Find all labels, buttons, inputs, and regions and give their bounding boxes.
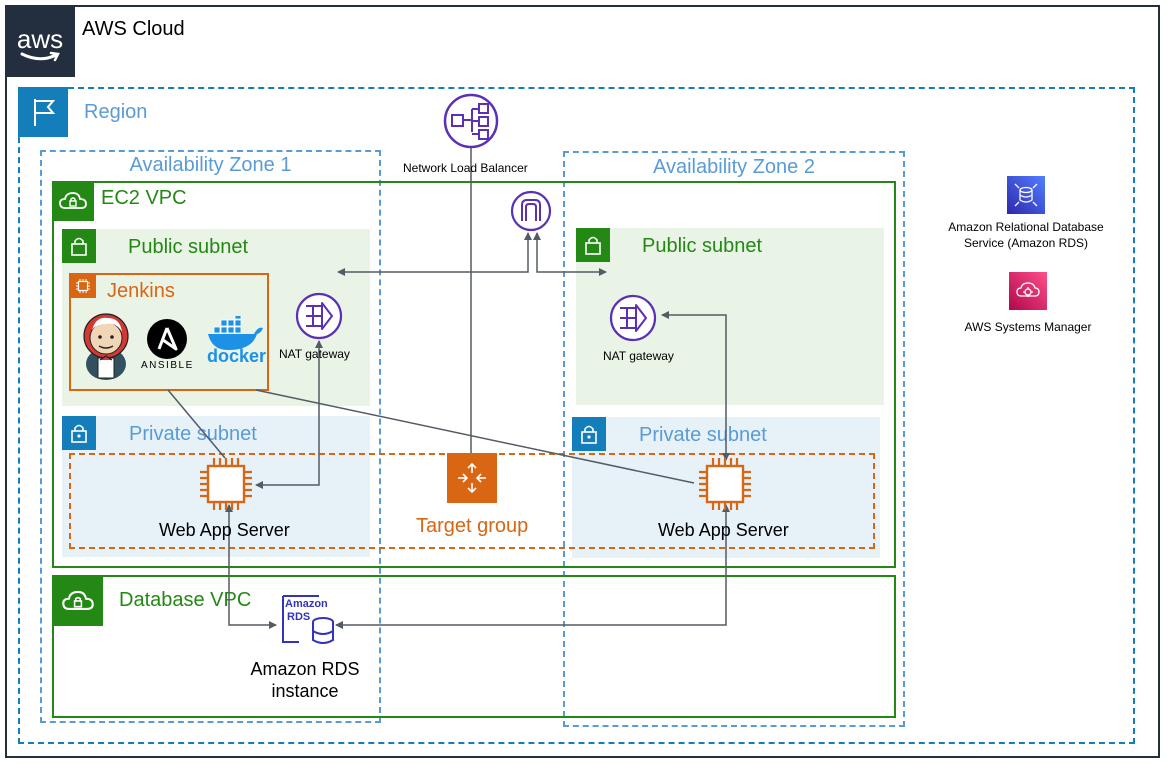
aws-logo-text: aws	[16, 24, 64, 54]
private-subnet-1-lock-icon	[62, 416, 96, 450]
nat-gateway-1-icon	[295, 292, 343, 340]
target-group-icon	[447, 453, 497, 503]
systems-manager-label: AWS Systems Manager	[964, 320, 1092, 334]
private-subnet-1-title: Private subnet	[129, 423, 257, 445]
az2-container	[563, 151, 905, 727]
region-container	[18, 87, 1135, 744]
nat-gateway-2-icon	[609, 294, 657, 342]
public-subnet-1-lock-icon	[62, 229, 96, 263]
systems-manager-icon	[1009, 272, 1047, 310]
docker-logo-icon	[206, 312, 264, 352]
jenkins-logo-icon	[78, 310, 134, 382]
region-flag-icon	[18, 87, 68, 137]
aws-logo-icon: aws	[5, 5, 75, 77]
vpc-cloud-icon	[52, 181, 94, 221]
rds-instance-label-2: instance	[271, 681, 339, 701]
private-subnet-2-lock-icon	[572, 417, 606, 451]
public-subnet-1-title: Public subnet	[128, 236, 249, 258]
database-vpc-title: Database VPC	[119, 589, 252, 611]
ec2-instance-icon	[70, 274, 96, 298]
web2-to-rds-line	[335, 504, 730, 629]
rds-service-icon	[1007, 176, 1045, 214]
igw-to-public1-line	[337, 232, 532, 276]
docker-text: docker	[207, 346, 267, 366]
web-server-1-icon	[198, 456, 254, 512]
ansible-logo-icon	[146, 318, 188, 360]
rds-service-label-2: Service (Amazon RDS)	[963, 236, 1089, 250]
aws-cloud-title: AWS Cloud	[82, 18, 185, 40]
az1-container	[40, 150, 381, 723]
db-vpc-cloud-icon	[52, 575, 103, 626]
nat1-to-web1-line	[255, 340, 323, 489]
ansible-text: ANSIBLE	[141, 360, 194, 371]
rds-service-label-1: Amazon Relational Database	[948, 220, 1104, 234]
internet-gateway-icon	[510, 190, 552, 232]
rds-instance-label-1: Amazon RDS	[250, 659, 360, 679]
jenkins-to-web2-line	[255, 389, 695, 484]
web1-to-rds-line	[225, 504, 277, 629]
nat2-to-web2-line	[661, 311, 730, 461]
az1-title: Availability Zone 1	[129, 154, 292, 176]
rds-instance-icon	[279, 592, 337, 650]
az2-title: Availability Zone 2	[653, 156, 815, 178]
rds-icon-text-1: Amazon	[285, 598, 328, 610]
nlb-icon	[443, 93, 499, 149]
ec2-vpc-title: EC2 VPC	[101, 187, 187, 209]
web-server-2-label: Web App Server	[658, 520, 789, 540]
nlb-label: Network Load Balancer	[403, 161, 528, 175]
aws-cloud-container	[5, 5, 1160, 758]
public-subnet-2-title: Public subnet	[642, 235, 763, 257]
web-server-1-label: Web App Server	[159, 520, 290, 540]
target-group-label: Target group	[416, 515, 529, 537]
nat-gateway-2-label: NAT gateway	[603, 349, 674, 363]
jenkins-title: Jenkins	[107, 280, 175, 302]
region-title: Region	[84, 101, 148, 123]
web-server-2-icon	[697, 456, 753, 512]
jenkins-to-web1-line	[167, 389, 226, 459]
rds-icon-text-2: RDS	[287, 611, 311, 623]
igw-to-public2-line	[533, 232, 607, 276]
nat-gateway-1-label: NAT gateway	[279, 347, 350, 361]
